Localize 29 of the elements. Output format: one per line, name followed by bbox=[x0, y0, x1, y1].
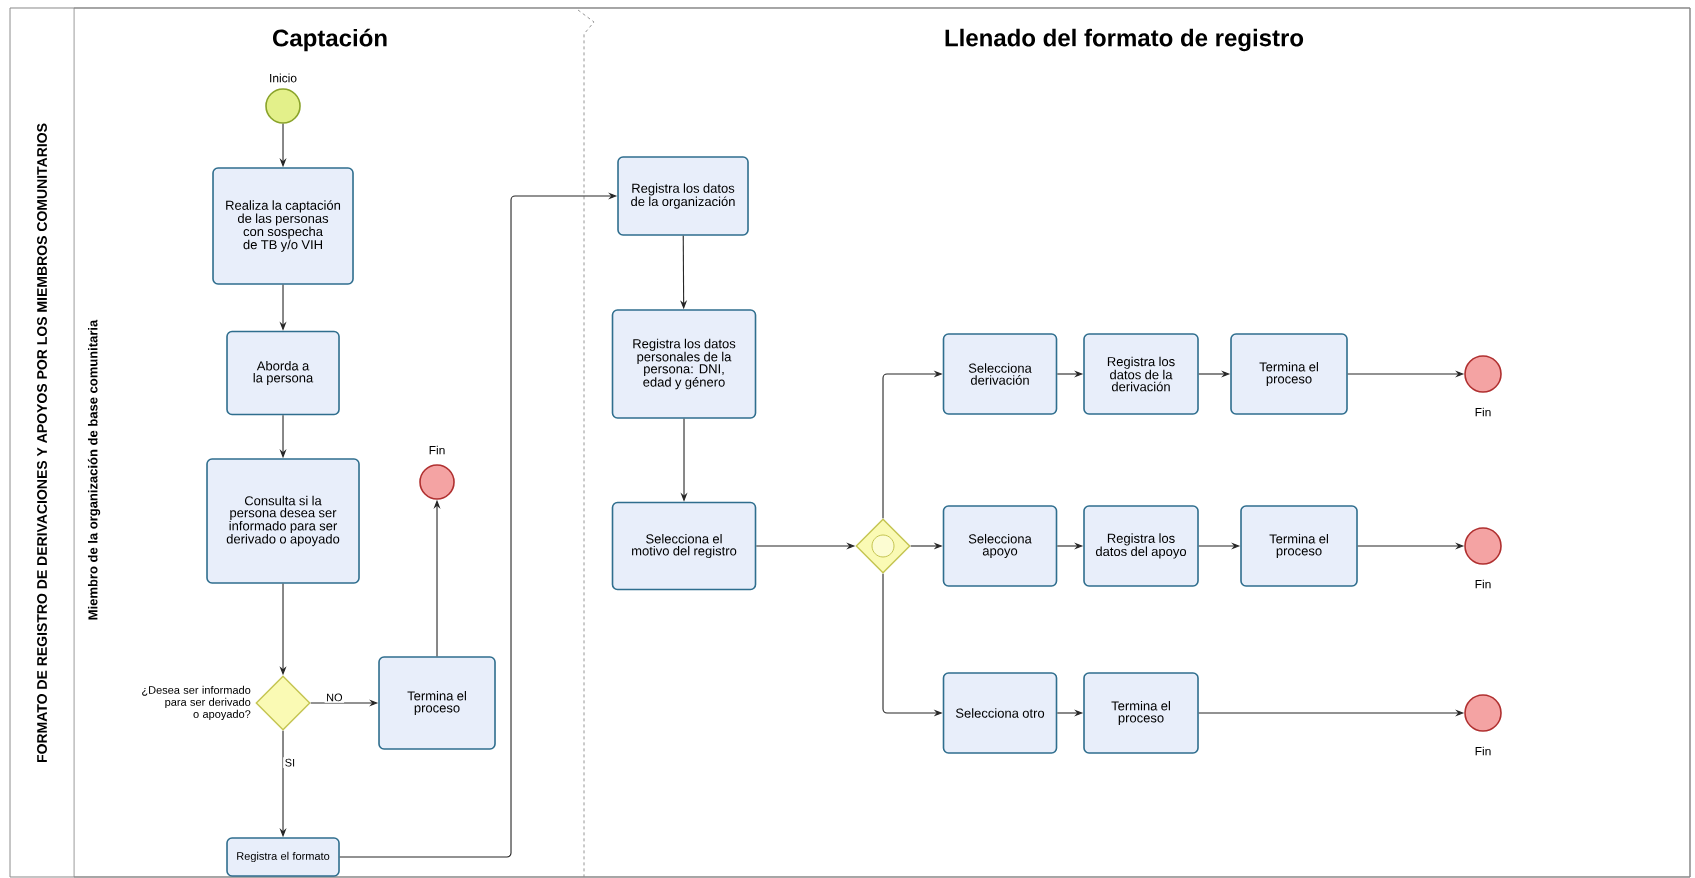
edge-label: SI bbox=[283, 757, 297, 769]
lane-label: Miembro de la organización de base comunitaria bbox=[87, 319, 101, 620]
event-label: Fin bbox=[1475, 407, 1491, 417]
gateway-label: ¿Desea ser informado para ser derivado o apoyado? bbox=[142, 685, 251, 721]
pool-label: FORMATO DE REGISTRO DE DERIVACIONES Y APOYOS POR LOS MIEMBROS COMUNITARIOS bbox=[37, 123, 47, 762]
task-box: Consulta si la persona desea ser informado para ser derivado o apoyado bbox=[206, 458, 360, 584]
task-box: Termina el proceso bbox=[1230, 333, 1348, 415]
task-box: Realiza la captación de las personas con sospecha de TB y/o VIH bbox=[212, 167, 354, 285]
task-box: Selecciona derivación bbox=[942, 333, 1058, 415]
task-box: Selecciona otro bbox=[942, 672, 1058, 754]
task-box: Termina el proceso bbox=[378, 656, 496, 750]
task-box: Registra los datos del apoyo bbox=[1083, 505, 1199, 587]
event-label: Fin bbox=[1475, 746, 1491, 756]
task-box: Termina el proceso bbox=[1083, 672, 1199, 754]
phase-heading: Captación bbox=[273, 28, 387, 52]
phase-heading: Llenado del formato de registro bbox=[945, 28, 1304, 52]
task-box: Selecciona apoyo bbox=[942, 505, 1058, 587]
event-label: Fin bbox=[429, 445, 445, 455]
edge-label: NO bbox=[324, 692, 345, 703]
gateway-diamond bbox=[855, 518, 911, 574]
task-box: Registra los datos de la organización bbox=[617, 156, 749, 236]
task-box: Registra los datos de la derivación bbox=[1083, 333, 1199, 415]
task-box: Aborda a la persona bbox=[226, 330, 340, 416]
task-box: Registra los datos personales de la persona: DNI, edad y género bbox=[611, 309, 757, 419]
event-label: Fin bbox=[1475, 579, 1491, 589]
event-label: Inicio bbox=[270, 73, 297, 83]
task-box: Registra el formato bbox=[226, 837, 340, 877]
task-box: Selecciona el motivo del registro bbox=[611, 501, 757, 591]
task-box: Termina el proceso bbox=[1240, 505, 1358, 587]
